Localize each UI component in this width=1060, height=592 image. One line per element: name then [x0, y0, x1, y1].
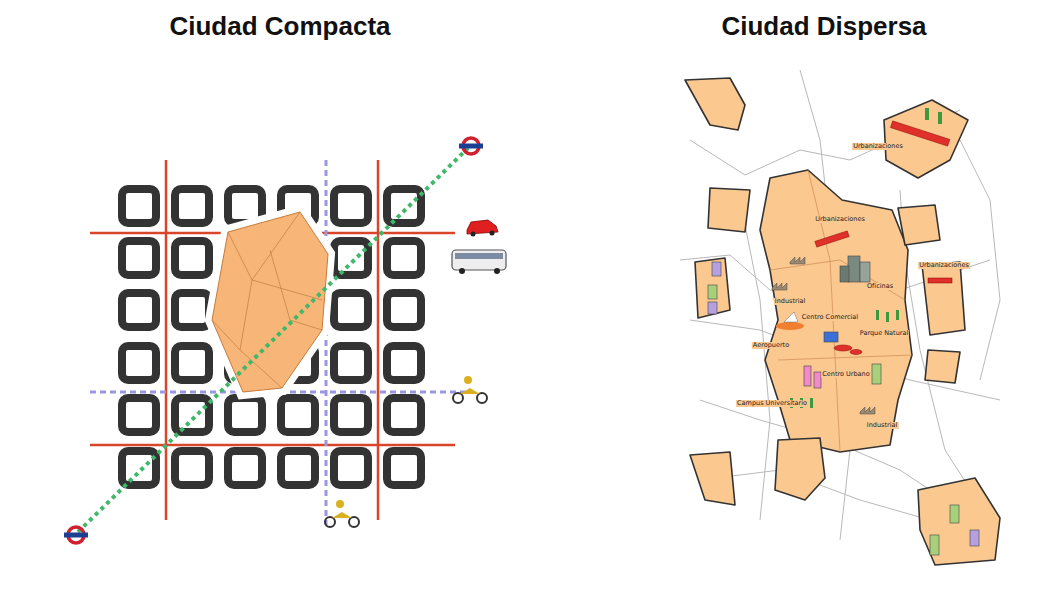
panel-title: Ciudad Compacta: [169, 12, 390, 41]
city-block: [122, 451, 156, 485]
area-label: Industrial: [774, 298, 807, 305]
motorbike-icon: [325, 376, 487, 527]
area-label: Industrial: [866, 422, 899, 429]
urban-patch: [685, 78, 1000, 565]
city-block: [228, 398, 262, 432]
city-block: [175, 293, 209, 327]
city-block: [334, 398, 368, 432]
city-block: [175, 451, 209, 485]
city-block: [175, 398, 209, 432]
city-block: [122, 293, 156, 327]
city-block: [387, 189, 421, 223]
city-block: [122, 398, 156, 432]
city-block: [387, 346, 421, 380]
city-block: [122, 346, 156, 380]
city-block: [334, 241, 368, 275]
building-icons: [708, 256, 979, 555]
city-block: [122, 189, 156, 223]
city-block: [175, 241, 209, 275]
city-block: [281, 398, 315, 432]
car-icon: [467, 220, 498, 237]
area-label: Parque Natural: [859, 330, 909, 337]
city-block: [387, 293, 421, 327]
area-label: Campus Universitario: [736, 400, 808, 407]
city-block: [334, 293, 368, 327]
city-block: [387, 241, 421, 275]
area-label: Oficinas: [866, 283, 894, 290]
area-label: Centro Comercial: [801, 314, 859, 321]
city-block: [228, 451, 262, 485]
city-block: [175, 189, 209, 223]
area-label: Aeropuerto: [752, 342, 790, 349]
tree-icons: [790, 108, 942, 408]
city-block: [334, 346, 368, 380]
city-block: [387, 451, 421, 485]
city-block: [175, 346, 209, 380]
city-block: [334, 451, 368, 485]
bus-icon: [452, 250, 506, 274]
panel-title: Ciudad Dispersa: [721, 12, 926, 41]
area-label: Centro Urbano: [821, 371, 870, 378]
metro-symbol: [64, 138, 483, 543]
city-block: [281, 451, 315, 485]
area-label: Urbanizaciones: [814, 216, 866, 223]
city-block: [122, 241, 156, 275]
city-block: [334, 189, 368, 223]
area-label: Urbanizaciones: [852, 143, 904, 150]
area-label: Urbanizaciones: [918, 262, 970, 269]
city-block: [387, 398, 421, 432]
airport-icon: [776, 312, 804, 330]
